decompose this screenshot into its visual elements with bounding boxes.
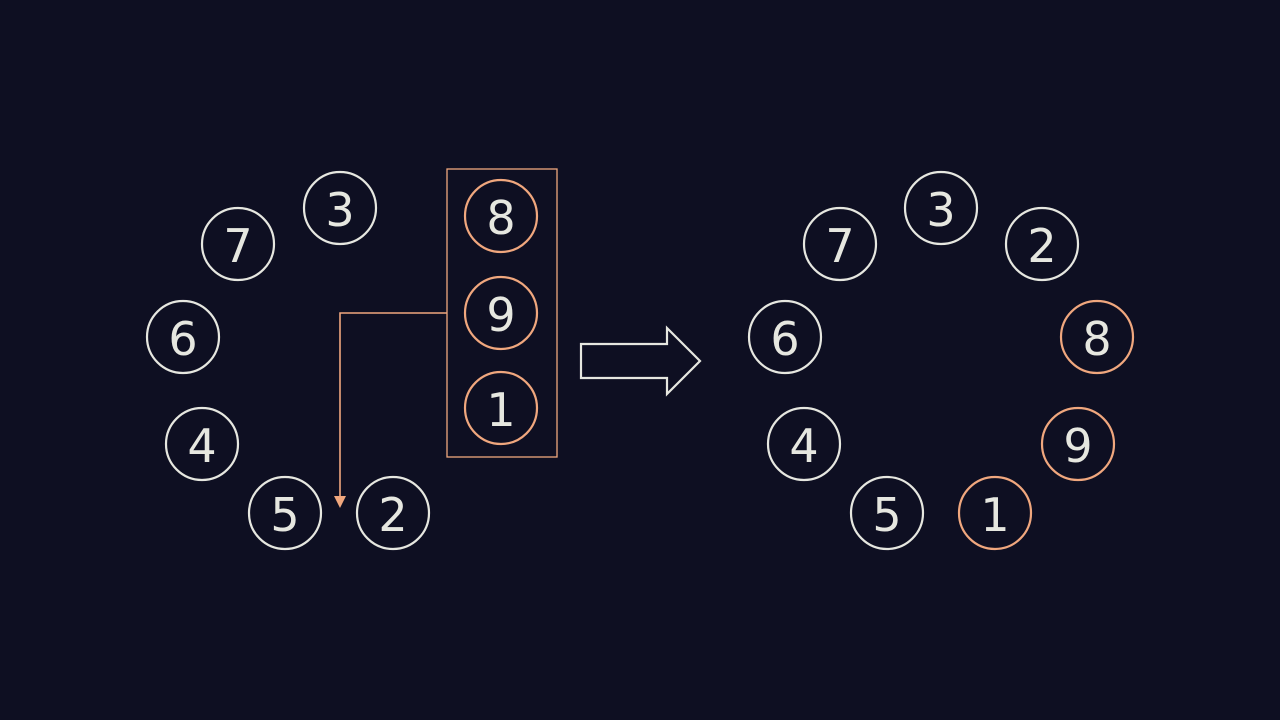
after-cup-1-label: 1 <box>980 488 1009 542</box>
insert-destination-arrow <box>339 312 447 497</box>
after-cup-7-node: 7 <box>802 206 878 282</box>
after-cup-8-ring <box>1059 299 1135 375</box>
before-cup-3-label: 3 <box>325 183 354 237</box>
before-cup-2-label: 2 <box>378 488 407 542</box>
before-circle-group: 3 76 45 2 <box>145 170 431 551</box>
after-cup-2-label: 2 <box>1027 219 1056 273</box>
picked-cup-9-label: 9 <box>486 288 515 342</box>
before-cup-5-label: 5 <box>270 488 299 542</box>
picked-cup-8-ring <box>463 178 539 254</box>
after-cup-6-label: 6 <box>770 312 799 366</box>
after-cup-4-ring <box>766 406 842 482</box>
picked-cup-1-node: 1 <box>463 370 539 446</box>
picked-cups-group: 8 9 1 <box>463 178 539 446</box>
after-cup-6-node: 6 <box>747 299 823 375</box>
transition-arrow-icon <box>579 325 702 397</box>
after-cup-2-node: 2 <box>1004 206 1080 282</box>
before-cup-7-node: 7 <box>200 206 276 282</box>
after-cup-3-node: 3 <box>903 170 979 246</box>
before-cup-4-label: 4 <box>187 419 216 473</box>
before-cup-2-node: 2 <box>355 475 431 551</box>
after-cup-5-node: 5 <box>849 475 925 551</box>
picked-cup-9-node: 9 <box>463 275 539 351</box>
before-cup-5-node: 5 <box>247 475 323 551</box>
after-cup-2-ring <box>1004 206 1080 282</box>
before-cup-4-ring <box>164 406 240 482</box>
picked-cup-9-ring <box>463 275 539 351</box>
after-circle-group: 3 28 91 54 67 <box>747 170 1135 551</box>
before-cup-6-node: 6 <box>145 299 221 375</box>
after-cup-4-node: 4 <box>766 406 842 482</box>
after-cup-5-ring <box>849 475 925 551</box>
after-cup-5-label: 5 <box>872 488 901 542</box>
after-cup-8-node: 8 <box>1059 299 1135 375</box>
before-cup-2-ring <box>355 475 431 551</box>
picked-cup-1-label: 1 <box>486 383 515 437</box>
picked-cup-8-node: 8 <box>463 178 539 254</box>
after-cup-4-label: 4 <box>789 419 818 473</box>
before-cup-5-ring <box>247 475 323 551</box>
after-cup-6-ring <box>747 299 823 375</box>
after-cup-9-ring <box>1040 406 1116 482</box>
before-cup-6-ring <box>145 299 221 375</box>
after-cup-9-node: 9 <box>1040 406 1116 482</box>
after-cup-8-label: 8 <box>1082 312 1111 366</box>
picked-cup-8-label: 8 <box>486 191 515 245</box>
before-cup-6-label: 6 <box>168 312 197 366</box>
before-cup-7-label: 7 <box>223 219 252 273</box>
before-cup-4-node: 4 <box>164 406 240 482</box>
before-cup-3-ring <box>302 170 378 246</box>
before-cup-7-ring <box>200 206 276 282</box>
insert-arrowhead <box>334 496 346 508</box>
after-cup-7-label: 7 <box>825 219 854 273</box>
before-cup-3-node: 3 <box>302 170 378 246</box>
after-cup-3-ring <box>903 170 979 246</box>
after-cup-1-ring <box>957 475 1033 551</box>
after-cup-9-label: 9 <box>1063 419 1092 473</box>
after-cup-7-ring <box>802 206 878 282</box>
picked-cup-1-ring <box>463 370 539 446</box>
after-cup-1-node: 1 <box>957 475 1033 551</box>
after-cup-3-label: 3 <box>926 183 955 237</box>
